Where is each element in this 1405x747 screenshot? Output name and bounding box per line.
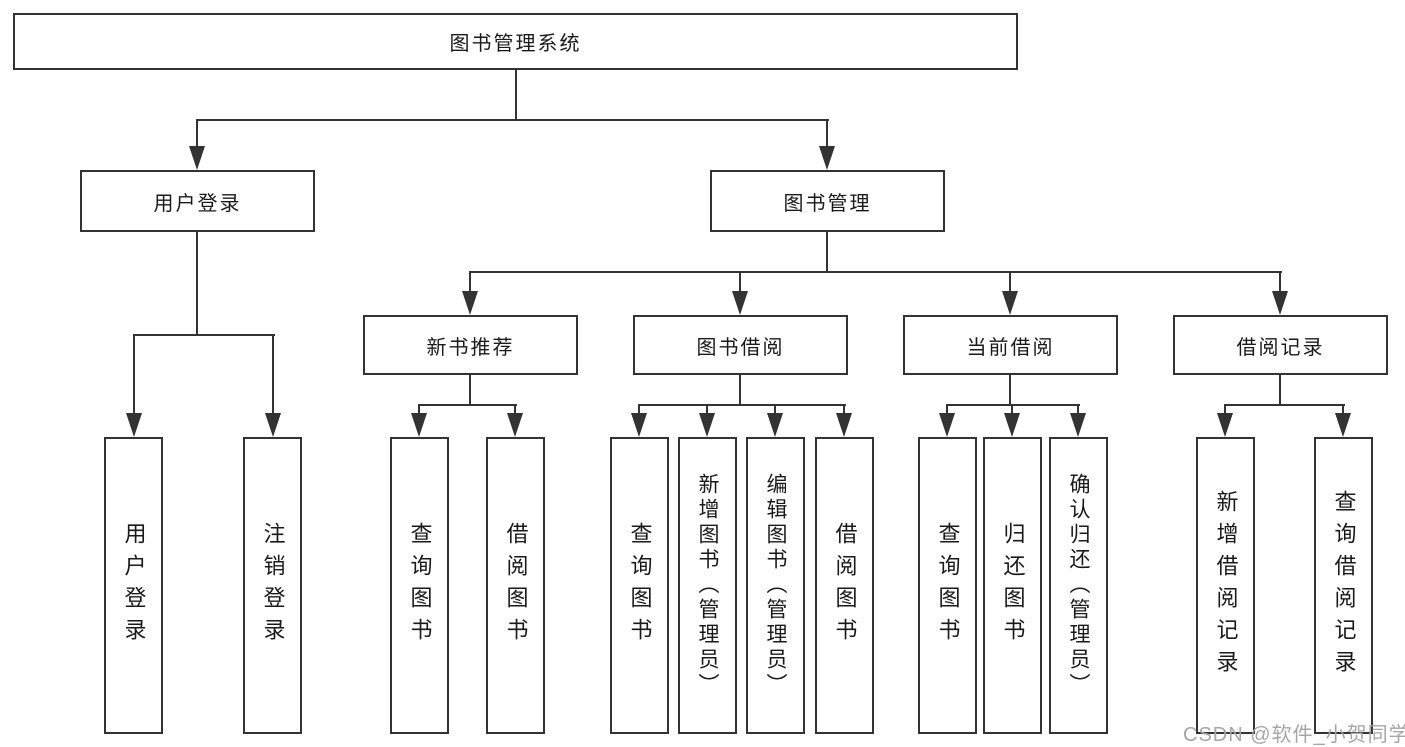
- connector-line: [196, 119, 198, 149]
- arrow-down-icon: [507, 413, 523, 437]
- arrow-down-icon: [1070, 413, 1086, 437]
- node-label: 借阅图书: [832, 521, 858, 650]
- node-label: 注销登录: [260, 521, 286, 650]
- node-label: 确认归还（管理员）: [1067, 473, 1090, 698]
- leaf-user-login: 用户登录: [104, 437, 163, 734]
- connector-line: [196, 119, 829, 121]
- node-label: 查询图书: [407, 521, 433, 650]
- node-label: 查询图书: [627, 521, 653, 650]
- arrow-down-icon: [1004, 413, 1020, 437]
- connector-line: [1279, 271, 1281, 293]
- connector-line: [1009, 271, 1011, 293]
- arrow-down-icon: [939, 413, 955, 437]
- connector-line: [826, 119, 828, 149]
- arrow-down-icon: [819, 146, 835, 170]
- node-current-borrowing: 当前借阅: [903, 315, 1118, 375]
- leaf-logout: 注销登录: [243, 437, 302, 734]
- arrow-down-icon: [265, 413, 281, 437]
- arrow-down-icon: [1272, 291, 1288, 315]
- node-label: 归还图书: [1000, 521, 1026, 650]
- connector-line: [826, 232, 828, 273]
- node-label: 当前借阅: [966, 336, 1055, 359]
- connector-line: [946, 404, 948, 416]
- node-label: 用户登录: [121, 521, 147, 650]
- connector-line: [133, 334, 135, 416]
- arrow-down-icon: [1335, 413, 1351, 437]
- node-label: 借阅记录: [1236, 336, 1325, 359]
- connector-line: [1077, 404, 1079, 416]
- node-label: 用户登录: [153, 192, 242, 215]
- arrow-down-icon: [699, 413, 715, 437]
- node-book-management: 图书管理: [710, 170, 945, 232]
- connector-line: [515, 68, 517, 121]
- leaf-confirm-return-admin: 确认归还（管理员）: [1049, 437, 1108, 734]
- node-label: 查询图书: [935, 521, 961, 650]
- connector-line: [1224, 404, 1226, 416]
- node-new-book-recommend: 新书推荐: [363, 315, 578, 375]
- connector-line: [418, 404, 517, 406]
- node-label: 借阅图书: [503, 521, 529, 650]
- node-book-borrowing: 图书借阅: [633, 315, 848, 375]
- node-label: 新书推荐: [426, 336, 515, 359]
- connector-line: [843, 404, 845, 416]
- arrow-down-icon: [126, 413, 142, 437]
- arrow-down-icon: [732, 291, 748, 315]
- connector-line: [706, 404, 708, 416]
- connector-line: [946, 404, 1080, 406]
- connector-line: [514, 404, 516, 416]
- node-label: 查询借阅记录: [1331, 489, 1357, 682]
- leaf-borrow-books-recommend: 借阅图书: [486, 437, 545, 734]
- leaf-query-books-current: 查询图书: [918, 437, 977, 734]
- connector-line: [1011, 404, 1013, 416]
- csdn-watermark: CSDN @软件_小贺同学: [1183, 724, 1405, 746]
- node-label: 新增图书（管理员）: [696, 473, 719, 698]
- node-user-login: 用户登录: [80, 170, 315, 232]
- connector-line: [1009, 373, 1011, 406]
- connector-line: [196, 232, 198, 336]
- leaf-query-borrow-record: 查询借阅记录: [1314, 437, 1373, 734]
- leaf-borrow-books: 借阅图书: [815, 437, 874, 734]
- leaf-query-books-borrow: 查询图书: [610, 437, 669, 734]
- connector-line: [739, 373, 741, 406]
- connector-line: [272, 334, 274, 416]
- node-root-library-system: 图书管理系统: [13, 13, 1018, 70]
- node-label: 图书借阅: [696, 336, 785, 359]
- node-label: 编辑图书（管理员）: [764, 473, 787, 698]
- connector-line: [1224, 404, 1345, 406]
- connector-line: [469, 373, 471, 406]
- arrow-down-icon: [836, 413, 852, 437]
- arrow-down-icon: [1002, 291, 1018, 315]
- connector-line: [638, 404, 846, 406]
- connector-line: [1342, 404, 1344, 416]
- connector-line: [739, 271, 741, 293]
- leaf-add-borrow-record: 新增借阅记录: [1196, 437, 1255, 734]
- arrow-down-icon: [767, 413, 783, 437]
- arrow-down-icon: [462, 291, 478, 315]
- connector-line: [133, 334, 275, 336]
- arrow-down-icon: [1217, 413, 1233, 437]
- connector-line: [1279, 373, 1281, 406]
- leaf-return-books: 归还图书: [983, 437, 1042, 734]
- connector-line: [469, 271, 1282, 273]
- node-borrowing-records: 借阅记录: [1173, 315, 1388, 375]
- connector-line: [418, 404, 420, 416]
- connector-line: [469, 271, 471, 293]
- arrow-down-icon: [411, 413, 427, 437]
- leaf-query-books-recommend: 查询图书: [390, 437, 449, 734]
- arrow-down-icon: [631, 413, 647, 437]
- connector-line: [774, 404, 776, 416]
- arrow-down-icon: [189, 146, 205, 170]
- leaf-edit-books-admin: 编辑图书（管理员）: [746, 437, 805, 734]
- connector-line: [638, 404, 640, 416]
- node-label: 新增借阅记录: [1213, 489, 1239, 682]
- node-label: 图书管理系统: [449, 33, 582, 55]
- node-label: 图书管理: [783, 192, 872, 215]
- leaf-add-books-admin: 新增图书（管理员）: [678, 437, 737, 734]
